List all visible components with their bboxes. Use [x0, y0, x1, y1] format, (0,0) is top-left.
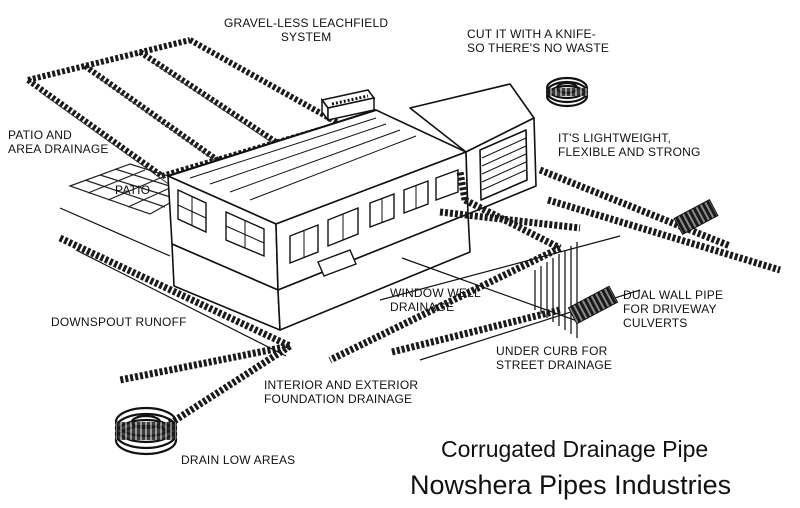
window-well — [317, 249, 357, 277]
label-leachfield: GRAVEL-LESS LEACHFIELD SYSTEM — [224, 16, 389, 44]
label-dual-wall-pipe: DUAL WALL PIPE FOR DRIVEWAY CULVERTS — [623, 288, 724, 330]
label-drain-low-areas: DRAIN LOW AREAS — [181, 453, 296, 467]
label-cut-with-knife: CUT IT WITH A KNIFE- SO THERE'S NO WASTE — [467, 27, 610, 55]
label-foundation-drainage: INTERIOR AND EXTERIOR FOUNDATION DRAINAG… — [264, 378, 419, 406]
windows — [177, 169, 459, 265]
label-lightweight: IT'S LIGHTWEIGHT, FLEXIBLE AND STRONG — [558, 131, 701, 159]
label-patio: PATIO — [115, 183, 151, 197]
caption-company: Nowshera Pipes Industries — [410, 470, 732, 500]
side-pipe — [673, 198, 719, 236]
label-window-well-drainage: WINDOW WELL DRAINAGE — [390, 286, 481, 314]
label-downspout-runoff: DOWNSPOUT RUNOFF — [51, 315, 187, 329]
culvert-pipe — [567, 285, 619, 325]
label-under-curb: UNDER CURB FOR STREET DRAINAGE — [496, 344, 613, 372]
label-patio-area-drainage: PATIO AND AREA DRAINAGE — [8, 128, 109, 156]
caption-title: Corrugated Drainage Pipe — [441, 436, 709, 462]
foundation-pipes — [58, 166, 782, 433]
patio-grid — [68, 163, 202, 215]
